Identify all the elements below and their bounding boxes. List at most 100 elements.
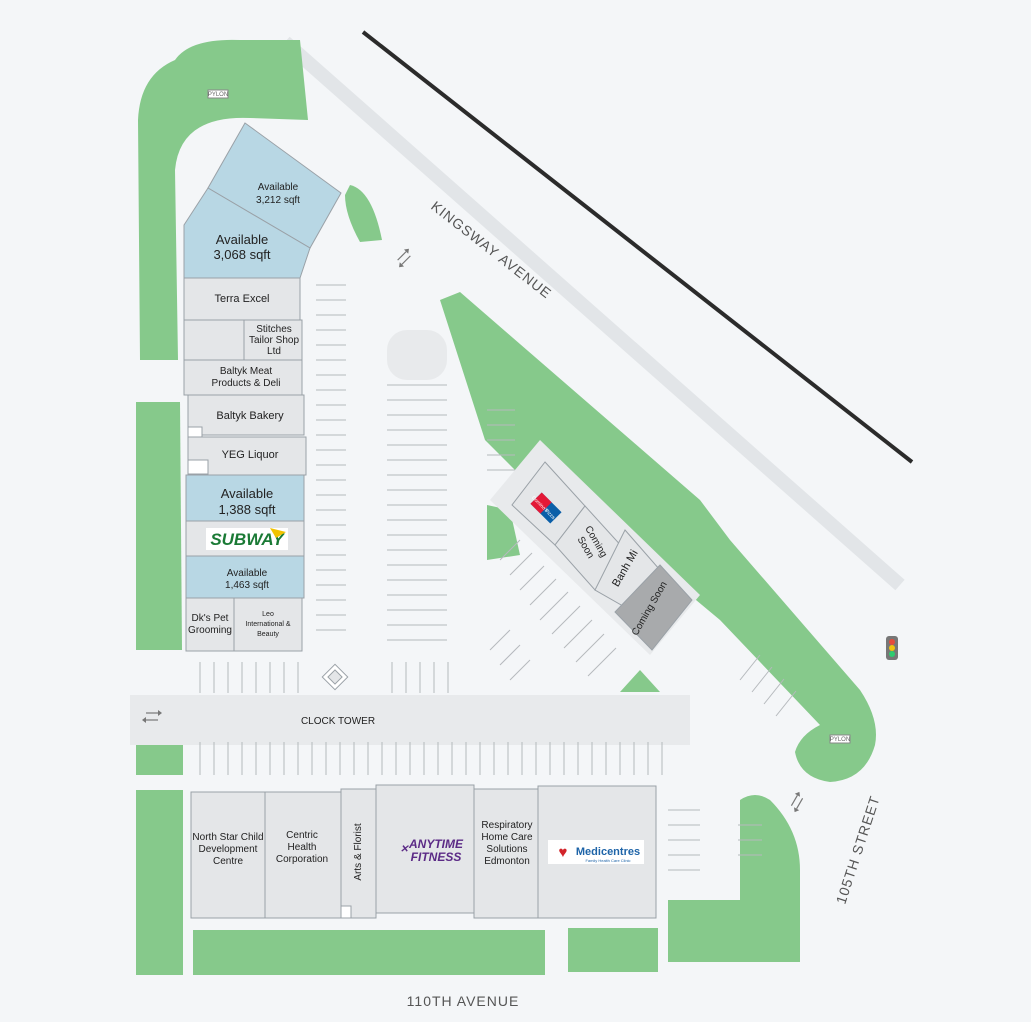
medicentres-logo: ♥ Medicentres Family Health Care Clinic bbox=[548, 840, 644, 864]
unit-label: Baltyk Meat bbox=[220, 366, 272, 377]
parking-pad-diagonal bbox=[489, 539, 797, 717]
two-way-arrow-icon-east bbox=[790, 791, 804, 813]
pad-building: Domino's Pizza Coming Soon Banh Mi Comin… bbox=[490, 440, 700, 655]
unit-label: 3,068 sqft bbox=[213, 247, 270, 262]
unit-north-star[interactable] bbox=[190, 791, 266, 919]
unit-label: Stitches bbox=[256, 324, 292, 335]
south-building: North Star Child Development Centre Cent… bbox=[190, 784, 657, 919]
pylon-label: PYLON bbox=[830, 737, 850, 743]
anytime-logo-text: FITNESS bbox=[411, 850, 462, 864]
green-space-south-east-small bbox=[568, 928, 658, 972]
green-space-south bbox=[193, 930, 545, 975]
unit-label: Tailor Shop bbox=[249, 335, 299, 346]
unit-label: 1,388 sqft bbox=[218, 502, 275, 517]
green-space-north-west bbox=[138, 39, 308, 360]
green-space-south-west-small bbox=[136, 745, 183, 775]
unit-label: Grooming bbox=[188, 625, 232, 636]
unit-label: Health bbox=[288, 842, 317, 853]
unit-label: North Star Child bbox=[192, 832, 263, 843]
unit-label: Ltd bbox=[267, 346, 281, 357]
service-box bbox=[187, 426, 203, 438]
unit-label: 3,212 sqft bbox=[256, 195, 300, 206]
unit-dks-pet[interactable] bbox=[185, 597, 235, 652]
parking-center-column bbox=[387, 330, 447, 641]
unit-label: Edmonton bbox=[484, 856, 530, 867]
unit-label: Available bbox=[216, 232, 269, 247]
unit-label: Available bbox=[258, 182, 299, 193]
unit-label: Dk's Pet bbox=[192, 613, 229, 624]
anytime-fitness-logo: ✕ ANYTIME FITNESS bbox=[400, 837, 464, 864]
street-label-110th: 110TH AVENUE bbox=[407, 993, 520, 1009]
unit-stitches[interactable] bbox=[243, 319, 303, 361]
unit-label: YEG Liquor bbox=[222, 449, 279, 461]
green-space-east bbox=[440, 292, 876, 782]
green-space-south-east bbox=[668, 795, 800, 962]
unit-label: Terra Excel bbox=[214, 293, 269, 305]
pylon-label: PYLON bbox=[208, 92, 228, 98]
green-space-north bbox=[345, 185, 382, 242]
subway-arrow-icon bbox=[270, 528, 286, 538]
unit-label: Products & Deli bbox=[212, 378, 281, 389]
medicentres-tagline: Family Health Care Clinic bbox=[585, 858, 630, 863]
unit-leo[interactable] bbox=[233, 597, 303, 652]
service-box bbox=[187, 459, 209, 475]
subway-logo: SUBWAY bbox=[206, 528, 288, 550]
unit-label: Centre bbox=[213, 856, 243, 867]
unit-centric-health[interactable] bbox=[264, 791, 342, 919]
unit-available-1388[interactable] bbox=[185, 474, 305, 522]
unit-label: Corporation bbox=[276, 854, 328, 865]
unit-vacant-sliver bbox=[183, 319, 245, 361]
service-box bbox=[340, 905, 352, 919]
two-way-arrow-icon-north bbox=[397, 248, 411, 268]
clock-tower-inner bbox=[327, 669, 343, 685]
medicentres-logo-text: Medicentres bbox=[576, 846, 640, 858]
green-space-pad-south bbox=[620, 670, 660, 692]
unit-label: International & bbox=[245, 621, 290, 628]
unit-baltyk-bakery[interactable] bbox=[187, 394, 305, 436]
unit-label: Development bbox=[199, 844, 258, 855]
anytime-logo-text: ANYTIME bbox=[408, 837, 464, 851]
unit-label: Solutions bbox=[486, 844, 527, 855]
unit-label: 1,463 sqft bbox=[225, 580, 269, 591]
unit-label: Beauty bbox=[257, 631, 279, 638]
subway-logo-text: SUBWAY bbox=[210, 530, 285, 549]
unit-arts-florist[interactable] bbox=[340, 788, 377, 919]
street-label-kingsway: KINGSWAY AVENUE bbox=[428, 198, 555, 302]
unit-label: Baltyk Bakery bbox=[216, 410, 284, 422]
kingsway-avenue-line bbox=[361, 30, 914, 464]
pylon-sign-east bbox=[829, 734, 851, 744]
parking-east-105 bbox=[668, 809, 762, 871]
dominos-logo: Domino's Pizza bbox=[530, 492, 562, 524]
unit-respiratory[interactable] bbox=[473, 788, 539, 919]
unit-coming-soon-dark[interactable] bbox=[614, 564, 693, 651]
unit-anytime-fitness[interactable] bbox=[375, 784, 475, 914]
unit-label: Available bbox=[221, 486, 274, 501]
unit-label: Leo bbox=[262, 611, 274, 618]
parking-west-column bbox=[316, 284, 346, 631]
two-way-arrow-icon-west bbox=[142, 710, 162, 723]
unit-label: Arts & Florist bbox=[353, 823, 364, 880]
kingsway-avenue-lane bbox=[280, 36, 905, 591]
unit-label: Respiratory bbox=[481, 820, 532, 831]
green-space-west bbox=[136, 402, 182, 650]
west-building: Available 3,212 sqft Available 3,068 sqf… bbox=[183, 122, 342, 652]
unit-label: Home Care bbox=[481, 832, 533, 843]
traffic-light-icon bbox=[886, 636, 898, 660]
anytime-figure-icon: ✕ bbox=[400, 844, 409, 855]
parking-row-north-of-drive bbox=[199, 662, 449, 693]
heart-icon: ♥ bbox=[559, 844, 568, 861]
parking-row-south-of-drive bbox=[199, 742, 663, 775]
parking-east-column bbox=[487, 409, 515, 471]
clock-tower-label: CLOCK TOWER bbox=[301, 716, 375, 727]
green-space-south-west bbox=[136, 790, 183, 975]
unit-label: Available bbox=[227, 568, 268, 579]
main-drive-aisle bbox=[130, 695, 690, 745]
unit-label: Centric bbox=[286, 830, 318, 841]
street-label-105th: 105TH STREET bbox=[833, 793, 883, 906]
unit-terra-excel[interactable] bbox=[183, 277, 301, 321]
pylon-sign-north bbox=[207, 89, 229, 99]
unit-baltyk-meat[interactable] bbox=[183, 359, 303, 396]
unit-available-1463[interactable] bbox=[185, 555, 305, 599]
